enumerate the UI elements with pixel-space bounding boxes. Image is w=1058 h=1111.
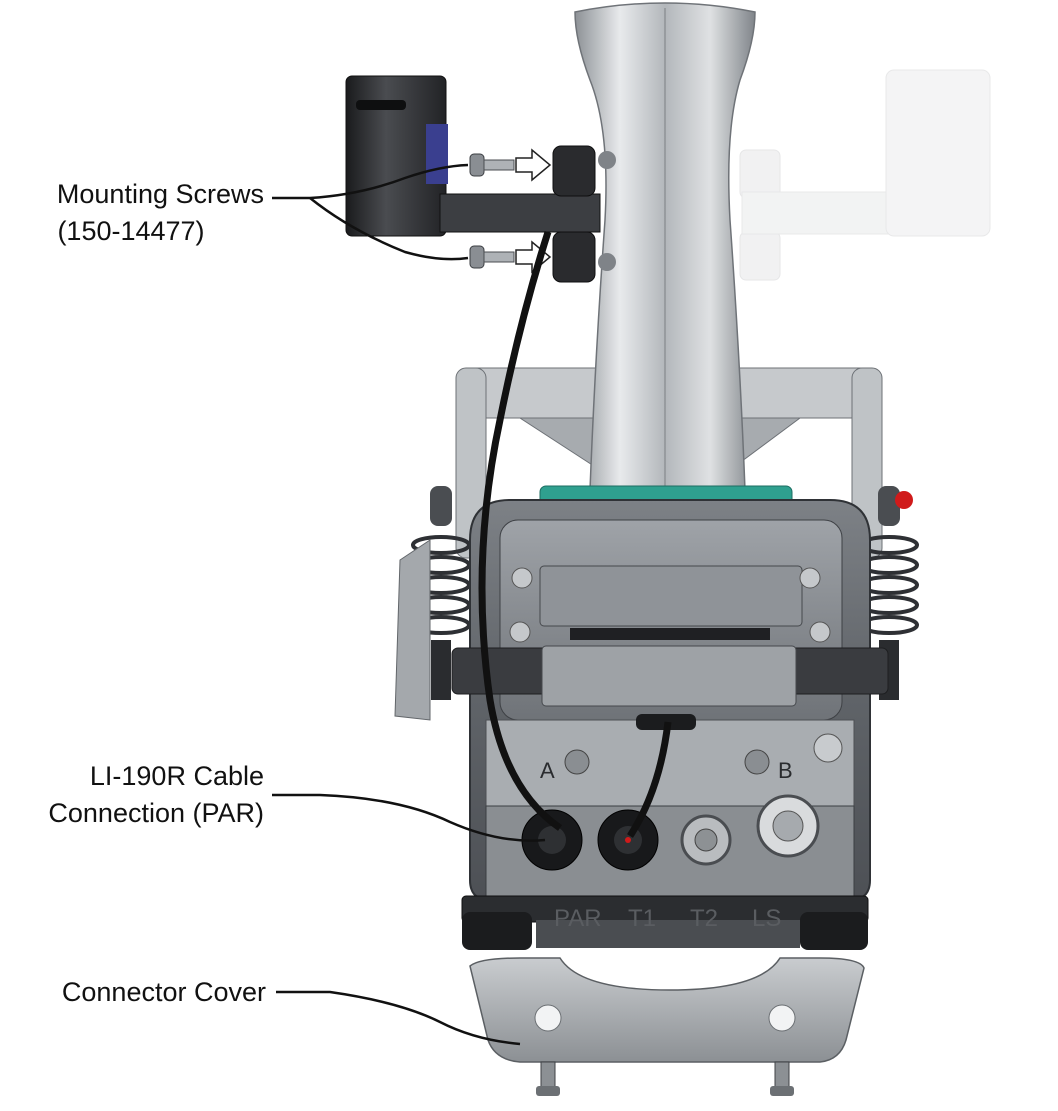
red-knob (895, 491, 913, 509)
ghost-sensor-arm (739, 69, 991, 281)
callout-connector-cover-line1: Connector Cover (61, 977, 266, 1007)
connector-par (521, 809, 583, 871)
callout-mounting-screws: Mounting Screws (150-14477) (8, 176, 264, 250)
connector-t1 (597, 809, 659, 871)
leader-line-cable (272, 793, 546, 842)
callout-cable-connection: LI-190R Cable Connection (PAR) (8, 758, 264, 832)
callout-cable-connection-line2: Connection (PAR) (48, 798, 264, 828)
port-label-t1: T1 (628, 905, 656, 932)
li-190r-cable (478, 230, 562, 831)
connector-cover (469, 957, 865, 1096)
sensor-blue-window (426, 124, 448, 184)
mounting-screw-top (469, 148, 552, 182)
t1-cable (627, 721, 672, 838)
port-label-a: A (540, 758, 555, 783)
logger-body (451, 499, 889, 901)
port-label-b: B (778, 758, 793, 783)
connector-t2 (680, 814, 732, 866)
arrow-right-icon (515, 148, 552, 182)
callout-mounting-screws-line2: (150-14477) (57, 216, 205, 246)
leader-line-screw-bottom (309, 197, 469, 261)
logger-base (461, 895, 869, 950)
mounting-screw-bottom (469, 240, 552, 274)
leader-line-cover (276, 990, 521, 1046)
connector-ls (756, 794, 820, 858)
port-label-par: PAR (554, 905, 602, 932)
callout-cable-connection-line1: LI-190R Cable (89, 761, 264, 791)
side-bracket-left (394, 539, 431, 721)
port-label-ls: LS (752, 905, 781, 932)
callout-connector-cover: Connector Cover (8, 974, 266, 1011)
port-label-t2: T2 (690, 905, 718, 932)
callout-mounting-screws-line1: Mounting Screws (56, 179, 264, 209)
leader-line-screw-top (272, 163, 469, 200)
